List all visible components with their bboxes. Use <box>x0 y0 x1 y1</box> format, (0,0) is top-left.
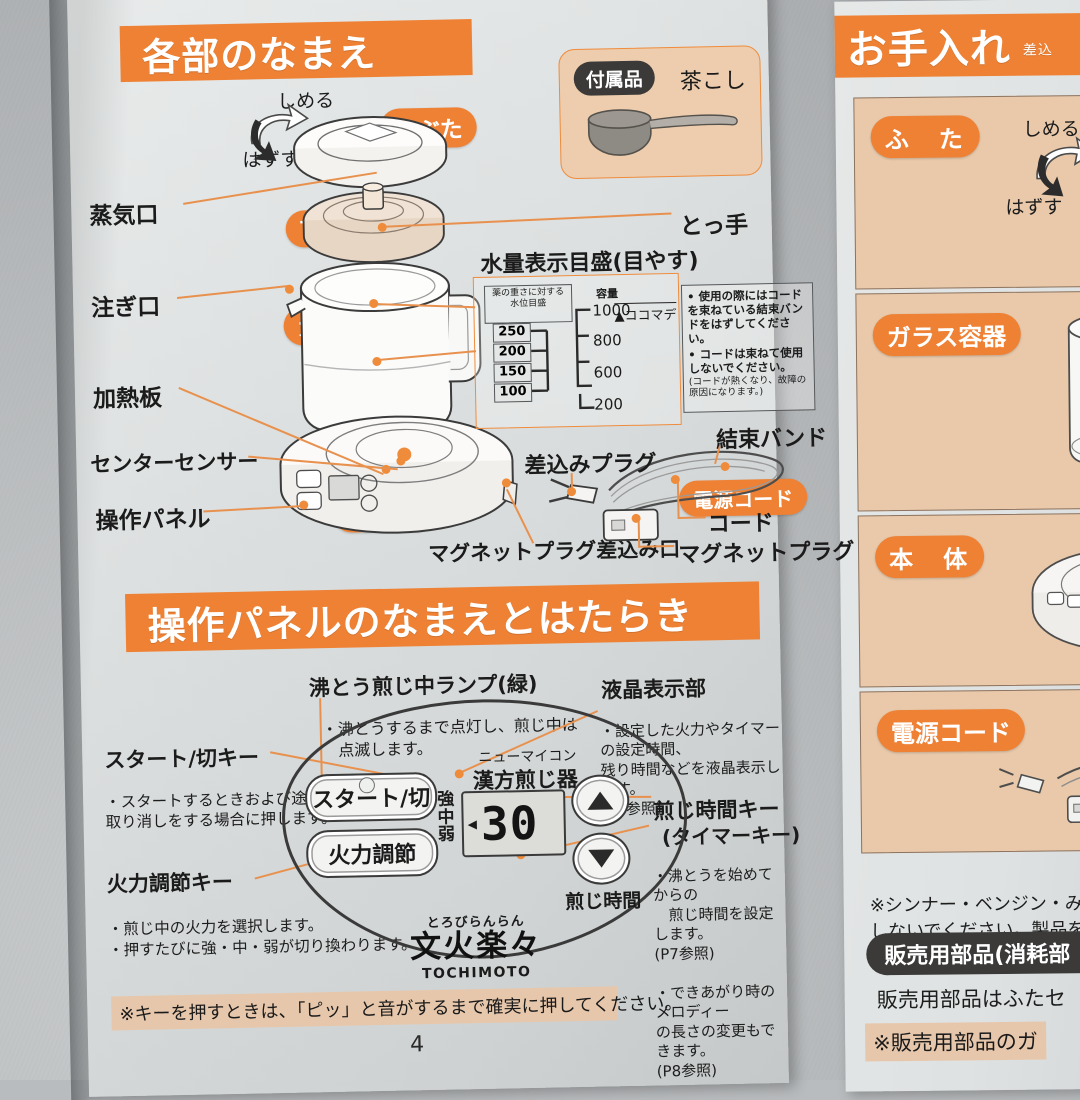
section1-heading-bar: 各部のなまえ <box>119 19 473 83</box>
label-heating-plate: 加熱板 <box>92 385 163 413</box>
control-panel-outline <box>282 699 688 959</box>
triangle-up-icon <box>587 791 614 810</box>
page-number: 4 <box>409 1032 425 1058</box>
care-panel-lid: ふ た しめる はずす <box>853 94 1080 290</box>
parts-badge-text: 販売用部品(消耗部 <box>884 942 1071 970</box>
care-panel-cord: 電源コード <box>859 688 1080 854</box>
lcd-display: ◀ 30 <box>461 789 567 858</box>
accessory-badge-text: 付属品 <box>585 68 644 92</box>
gauge-tick-250: 250 <box>492 322 532 343</box>
care-panel-body-label-text: 本 体 <box>889 544 971 574</box>
tea-strainer-icon <box>587 109 738 156</box>
label-spout: 注ぎ口 <box>91 294 161 322</box>
section1-heading: 各部のなまえ <box>141 30 377 80</box>
right-page: お手入れ 差込 ふ た しめる はずす ガラス容器 <box>834 0 1080 1092</box>
care-panel-cord-label-text: 電源コード <box>890 718 1012 748</box>
gauge-right-header: 容量 <box>595 287 619 301</box>
accessory-label: 茶こし <box>679 68 747 95</box>
left-page: 各部のなまえ 付属品 茶こし しめる はずす 上ぶた 下ぶた ガラス容器 <box>67 0 855 1097</box>
label-inlet-plug: 差込みプラグ <box>524 451 657 480</box>
power-cord-diagram <box>548 450 784 542</box>
cord-warning-sub: (コードが熱くなり、故障の原因になります。) <box>688 374 807 400</box>
label-cord: コード <box>707 511 775 538</box>
label-magnet-plug: マグネットプラグ <box>678 539 855 568</box>
label-band: 結束バンド <box>715 425 828 454</box>
accessory-box: 付属品 茶こし <box>558 45 763 180</box>
care-panel-body: 本 体 <box>857 512 1080 688</box>
button-heat-adjust-label: 火力調節 <box>328 842 417 870</box>
right-page-heading: お手入れ <box>846 25 1012 74</box>
power-level-indicator: 強 中 弱 <box>437 790 456 846</box>
cord-warning-bullet-2: • コードは束ねて使用しないでください。 <box>688 345 804 376</box>
parts-line: 販売用部品はふたセ <box>876 986 1066 1013</box>
triangle-down-icon <box>588 849 615 868</box>
label-control-panel: 操作パネル <box>95 506 211 535</box>
product-logo-main: 文火楽々 <box>409 926 543 966</box>
care-panel-glass-label-text: ガラス容器 <box>886 322 1007 352</box>
care-panel-cord-label: 電源コード <box>876 708 1026 753</box>
section2-heading: 操作パネルのなまえとはたらき <box>147 593 694 649</box>
gauge-right-bracket-icon <box>575 308 592 388</box>
gauge-tick-150: 150 <box>493 362 532 383</box>
care-panel-glass: ガラス容器 <box>855 290 1080 512</box>
appliance-exploded-diagram <box>279 116 518 534</box>
lcd-arrow-indicator: ◀ <box>467 817 478 832</box>
gauge-tick-100: 100 <box>493 382 533 403</box>
gauge-tick-200: 200 <box>493 342 532 363</box>
dot-water-gauge-b <box>372 356 382 367</box>
label-handle: とっ手 <box>679 212 749 240</box>
parts-note: ※販売用部品のガ <box>865 1021 1047 1062</box>
product-logo: とろびらんらん 文火楽々 TOCHIMOTO <box>375 909 576 983</box>
gauge-value-800: 800 <box>592 331 622 350</box>
right-page-heading-sub: 差込 <box>1022 42 1053 59</box>
button-heat-adjust[interactable]: 火力調節 <box>305 827 439 879</box>
power-level-low: 弱 <box>437 824 456 846</box>
label-steam-vent: 蒸気口 <box>89 202 159 230</box>
care-panel-glass-label: ガラス容器 <box>872 312 1021 357</box>
label-timer-caption: 煎じ時間 <box>565 889 642 914</box>
water-gauge-box: 薬の重さに対する 水位目盛 250 200 150 100 容量 1000 80… <box>472 272 682 430</box>
water-gauge-left-header: 薬の重さに対する 水位目盛 <box>483 284 573 324</box>
care-glass-art <box>1067 311 1080 464</box>
care-body-art <box>1031 548 1080 651</box>
right-page-heading-bar: お手入れ 差込 <box>834 12 1080 78</box>
gauge-value-600: 600 <box>593 363 623 382</box>
gauge-value-200: 200 <box>594 395 624 414</box>
lcd-value: 30 <box>480 795 539 851</box>
cord-warning-bullet-1: • 使用の際にはコードを束ねている結束バンドをはずしてください。 <box>687 287 804 346</box>
care-panel-lid-label: ふ た <box>870 115 980 159</box>
label-heat-key: 火力調節キー <box>106 869 234 897</box>
parts-badge: 販売用部品(消耗部 <box>866 929 1080 976</box>
care-panel-lid-label-text: ふ た <box>884 124 966 154</box>
accessory-badge: 付属品 <box>573 60 656 96</box>
care-cord-art <box>998 757 1080 824</box>
care-panel-body-label: 本 体 <box>874 535 985 579</box>
gauge-200-bracket-icon <box>578 393 595 410</box>
gauge-left-bracket-icon <box>530 329 550 393</box>
gauge-max-marker: ▲ココマデ <box>614 301 677 325</box>
cord-warning-box: • 使用の際にはコードを束ねている結束バンドをはずしてください。 • コードは束… <box>680 282 816 413</box>
care-lid-rotate-arrows-icon <box>1036 136 1080 197</box>
label-center-sensor: センターセンサー <box>90 449 259 477</box>
lid-rotate-arrows-icon <box>250 102 310 161</box>
